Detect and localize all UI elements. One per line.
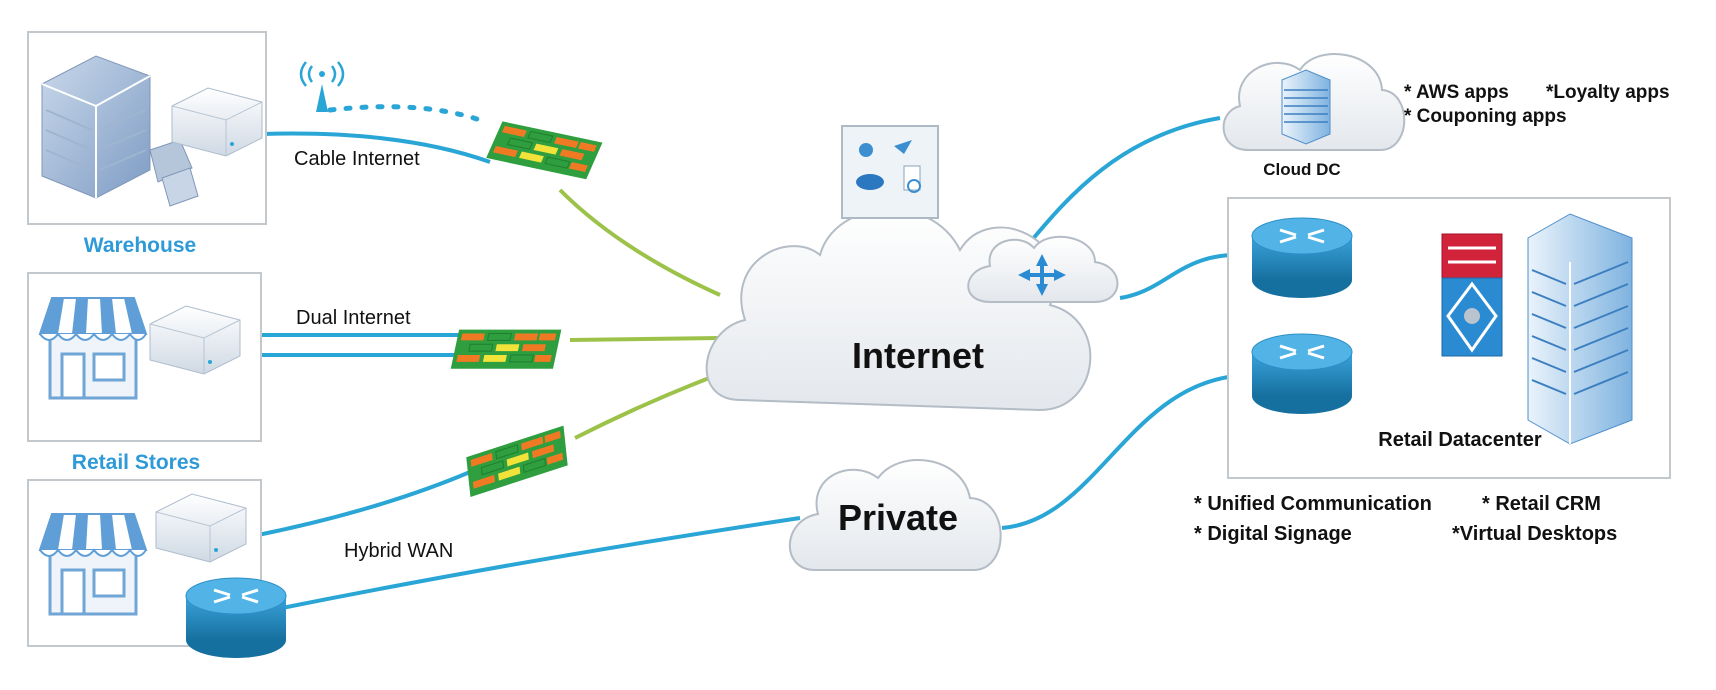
datacenter-apps-notes: * Unified Communication * Retail CRM * D… xyxy=(1194,493,1617,545)
core-switch-icon xyxy=(1441,233,1503,357)
retail-store-site-2 xyxy=(27,479,288,660)
aws-apps-note: * AWS apps xyxy=(1404,82,1509,103)
retail-store-site-1 xyxy=(27,272,262,442)
routing-arrows-icon xyxy=(1018,254,1066,296)
retail-datacenter-label: Retail Datacenter xyxy=(1378,429,1542,451)
hybrid-wan-label: Hybrid WAN xyxy=(344,540,453,562)
firewall-icon xyxy=(450,308,562,391)
routing-cloud xyxy=(967,235,1119,303)
dual-internet-label: Dual Internet xyxy=(296,307,411,329)
retail-stores-label: Retail Stores xyxy=(72,451,200,474)
hybrid-link-lines xyxy=(257,370,801,612)
store-icon xyxy=(38,512,148,616)
digital-signage-note: * Digital Signage xyxy=(1194,523,1352,545)
loyalty-apps-note: *Loyalty apps xyxy=(1546,82,1670,103)
unified-communication-note: * Unified Communication xyxy=(1194,493,1432,515)
retail-crm-note: * Retail CRM xyxy=(1482,493,1601,515)
store-icon xyxy=(38,296,148,400)
cloud-apps-notes: * AWS apps *Loyalty apps * Couponing app… xyxy=(1404,82,1670,127)
firewall-icon xyxy=(485,101,603,200)
server-tower-icon xyxy=(1281,69,1331,145)
dual-link-lines xyxy=(240,333,721,357)
firewall-icon xyxy=(463,425,571,498)
branch-router-icon xyxy=(184,576,288,660)
internet-label: Internet xyxy=(852,335,984,376)
datacenter-router-icon xyxy=(1250,332,1354,416)
cable-internet-label: Cable Internet xyxy=(294,148,420,170)
warehouse-building-icon xyxy=(41,55,199,207)
retail-datacenter: Retail Datacenter xyxy=(1227,197,1671,479)
virtual-desktops-note: *Virtual Desktops xyxy=(1452,523,1617,545)
wifi-link xyxy=(327,104,483,123)
warehouse-label: Warehouse xyxy=(84,234,196,257)
private-label: Private xyxy=(838,497,958,538)
private-cloud: Private xyxy=(788,459,1002,571)
warehouse-site xyxy=(27,31,267,225)
datacenter-tower-icon xyxy=(1527,213,1633,445)
management-console-icon xyxy=(841,125,939,219)
datacenter-router-icon xyxy=(1250,216,1354,300)
cloud-dc-label: Cloud DC xyxy=(1263,160,1340,179)
wifi-antenna-icon xyxy=(299,61,345,112)
couponing-apps-note: * Couponing apps xyxy=(1404,106,1567,127)
cloud-dc: Cloud DC xyxy=(1222,53,1406,179)
cable-link-line xyxy=(261,131,721,297)
